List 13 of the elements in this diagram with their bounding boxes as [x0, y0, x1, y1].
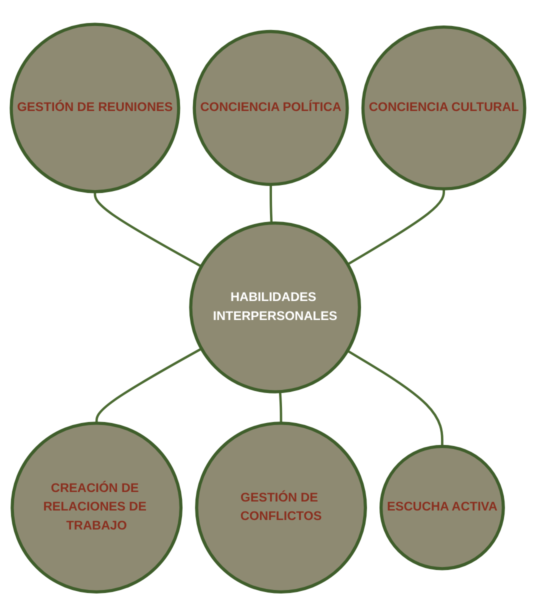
node-circle: CONCIENCIA CULTURAL	[361, 25, 526, 190]
node-circle: ESCUCHA ACTIVA	[380, 444, 505, 570]
node-circle: GESTIÓN DE REUNIONES	[10, 22, 180, 194]
node-circle: CONCIENCIA POLÍTICA	[192, 30, 349, 186]
connector	[270, 184, 273, 224]
connector	[347, 188, 446, 266]
connector	[346, 350, 444, 446]
connector	[94, 192, 202, 268]
node-circle: GESTIÓN DE CONFLICTOS	[195, 422, 367, 594]
node-circle: HABILIDADES INTERPERSONALES	[189, 221, 362, 394]
connector	[278, 391, 282, 424]
node-circle: CREACIÓN DE RELACIONES DE TRABAJO	[10, 422, 183, 594]
connector	[95, 348, 202, 424]
